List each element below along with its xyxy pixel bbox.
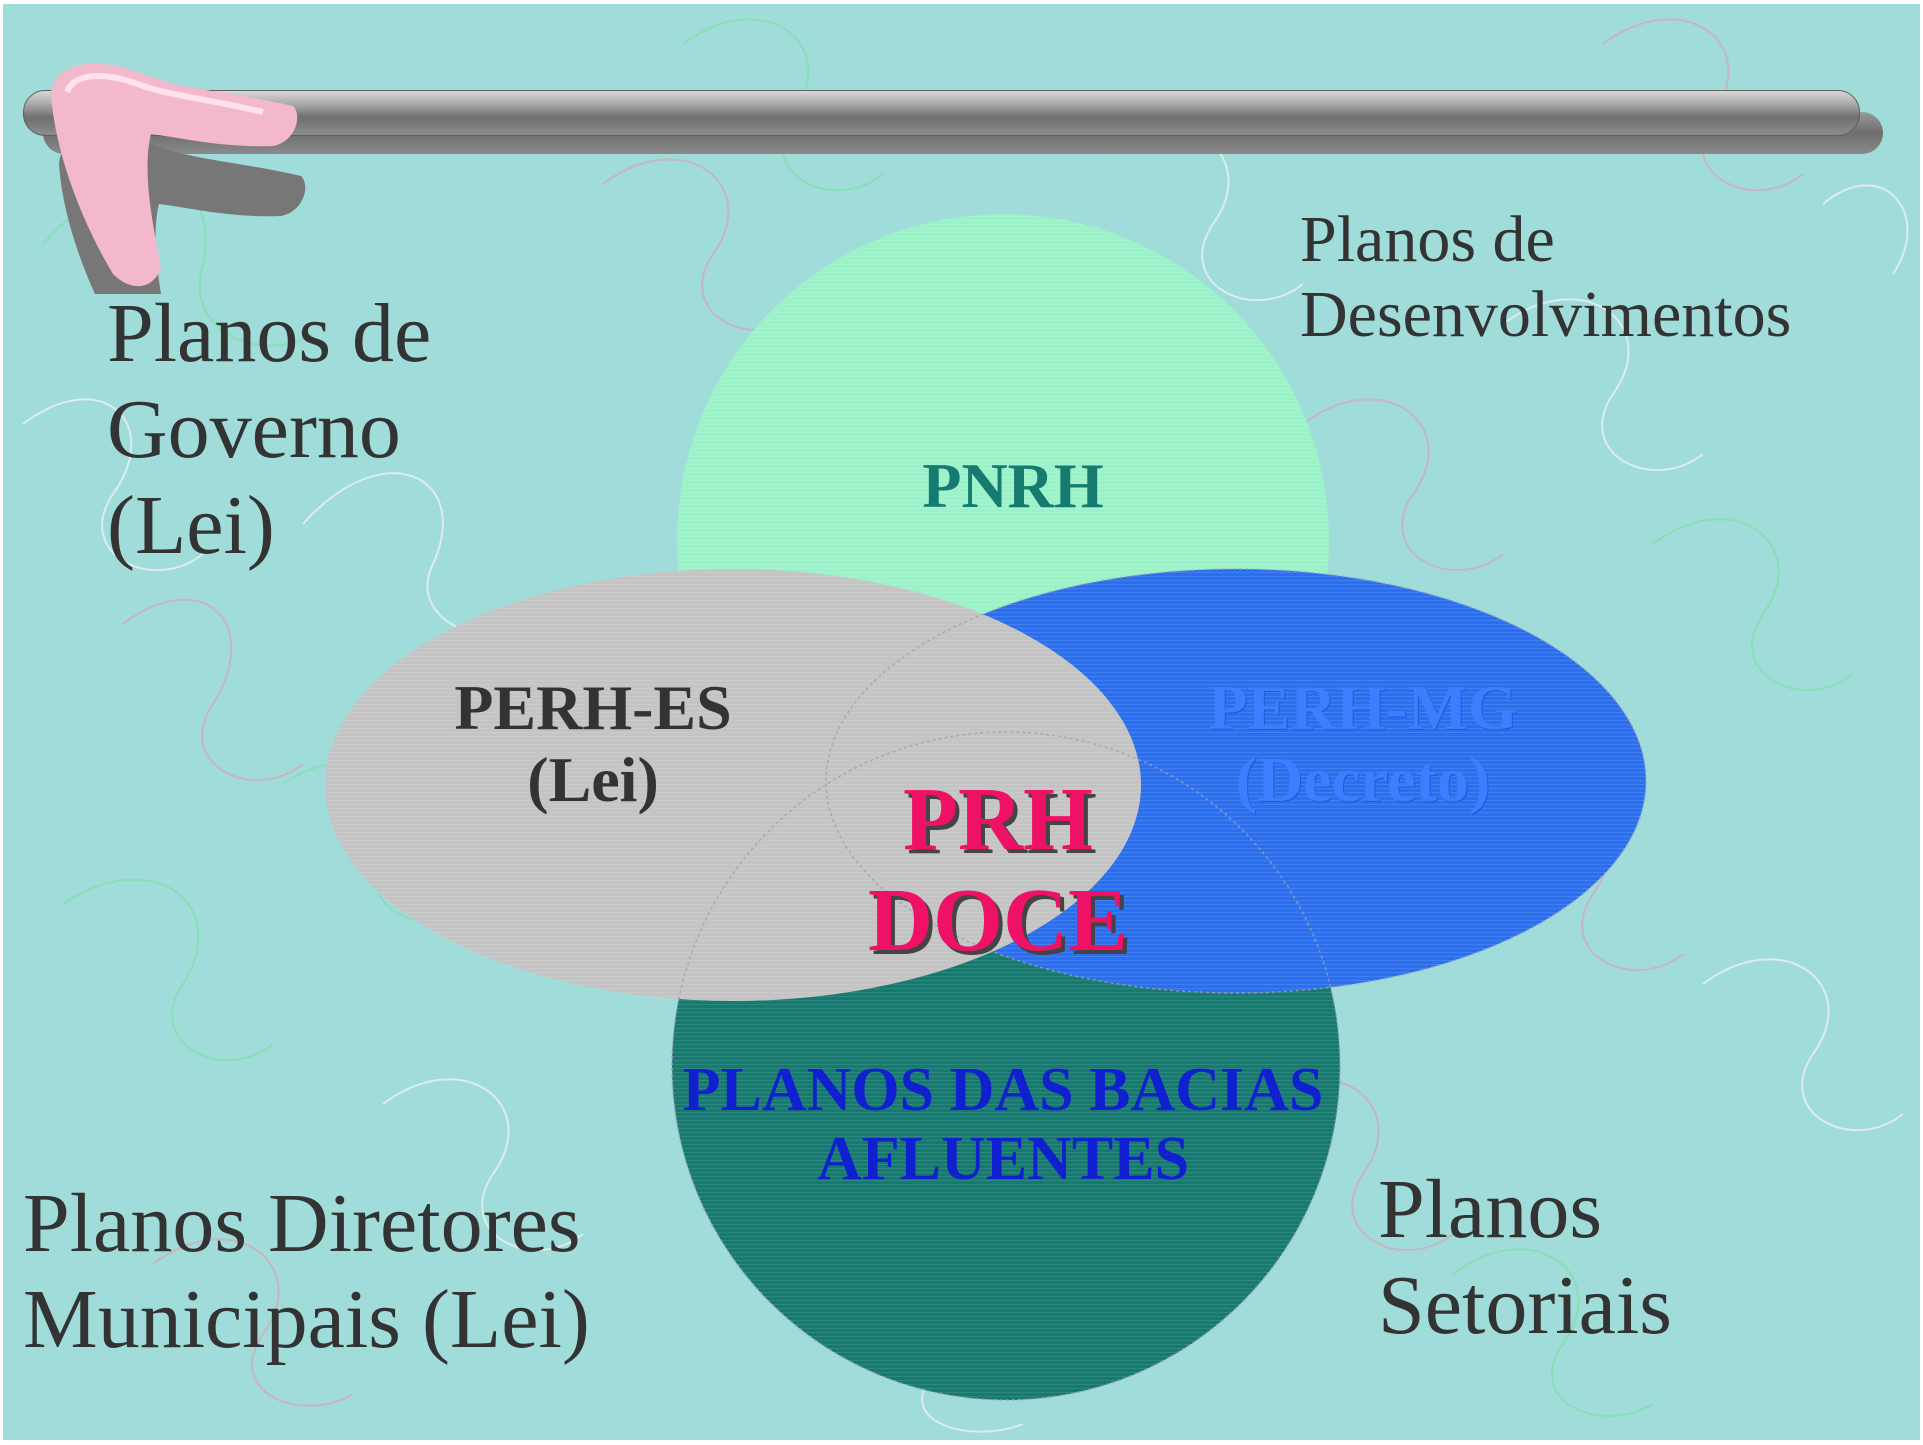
- label-planos-de-governo: Planos de Governo (Lei): [107, 287, 432, 572]
- label-planos-diretores-municipais: Planos Diretores Municipais (Lei): [23, 1177, 590, 1366]
- venn-diagram: [325, 214, 1647, 1401]
- title-bar-rule: [23, 90, 1860, 136]
- venn-label-pnrh: PNRH: [922, 450, 1104, 521]
- boomerang-icon: [51, 63, 306, 294]
- label-planos-de-desenvolvimentos: Planos de Desenvolvimentos: [1300, 203, 1792, 352]
- label-planos-setoriais: Planos Setoriais: [1378, 1163, 1672, 1352]
- venn-label-perh-mg: PERH-MG (Decreto): [1208, 672, 1518, 815]
- venn-label-prh-doce: PRH DOCE: [867, 770, 1129, 970]
- venn-label-planos-das-bacias: PLANOS DAS BACIAS AFLUENTES: [682, 1056, 1324, 1194]
- venn-label-perh-es: PERH-ES (Lei): [454, 672, 732, 815]
- slide: Planos de Governo (Lei) Planos de Desenv…: [3, 4, 1920, 1440]
